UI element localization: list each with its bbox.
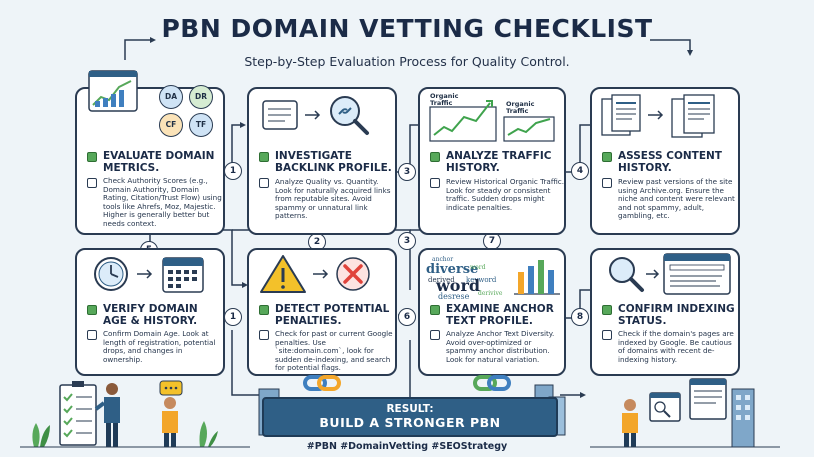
checkbox-icon [259, 178, 269, 188]
analyst-screens-illustration [590, 378, 780, 448]
cloud-word: word [470, 264, 486, 271]
metric-circle-dr: DR [189, 85, 213, 109]
card-examine-anchor-text: anchor diverse word derived keyword word… [418, 248, 566, 376]
step-badge: 6 [398, 308, 416, 326]
check-icon [430, 305, 440, 315]
page-title: PBN DOMAIN VETTING CHECKLIST [161, 14, 653, 43]
check-icon [602, 152, 612, 162]
card-description: Review Historical Organic Traffic. Look … [446, 177, 564, 212]
card-title: ANALYZE TRAFFIC HISTORY. [446, 150, 552, 174]
card-title: ASSESS CONTENT HISTORY. [618, 150, 722, 174]
card-confirm-indexing-status: CONFIRM INDEXING STATUS. Check if the do… [590, 248, 740, 376]
step-badge: 1 [224, 162, 242, 180]
checkbox-icon [602, 178, 612, 188]
card-title: VERIFY DOMAIN AGE & HISTORY. [103, 303, 198, 327]
card-description: Check for past or current Google penalti… [275, 329, 393, 373]
metric-circle-tf: TF [189, 113, 213, 137]
warning-error-icon [260, 255, 370, 293]
card-title: CONFIRM INDEXING STATUS. [618, 303, 735, 327]
check-icon [259, 305, 269, 315]
check-icon [87, 152, 97, 162]
card-detect-potential-penalties: DETECT POTENTIAL PENALTIES. Check for pa… [247, 248, 397, 376]
check-icon [602, 305, 612, 315]
card-evaluate-domain-metrics: DA DR CF TF EVALUATE DOMAIN METRICS. Che… [75, 70, 225, 235]
metric-circle-da: DA [159, 85, 183, 109]
metrics-dashboard-icon [88, 70, 138, 112]
metric-circle-cf: CF [159, 113, 183, 137]
backlink-search-icon [262, 96, 369, 135]
metric-label-dr: DR [194, 92, 207, 101]
card-description: Confirm Domain Age. Look at length of re… [103, 329, 216, 364]
cloud-word: derived [428, 276, 455, 284]
card-description: Analyze Anchor Text Diversity. Avoid ove… [446, 329, 555, 364]
checkbox-icon [87, 178, 97, 188]
card-description: Check Authority Scores (e.g., Domain Aut… [103, 176, 222, 228]
cloud-word: anchor [432, 256, 454, 263]
checkbox-icon [87, 330, 97, 340]
card-description: Check if the domain's pages are indexed … [618, 329, 734, 364]
step-badge: 4 [571, 162, 589, 180]
card-title: EXAMINE ANCHOR TEXT PROFILE. [446, 303, 554, 327]
result-label: RESULT: [386, 403, 434, 415]
page-subtitle: Step-by-Step Evaluation Process for Qual… [244, 54, 570, 69]
metric-label-da: DA [164, 92, 178, 101]
traffic-chart-icon [429, 100, 555, 142]
cloud-word: desrese [438, 292, 470, 301]
bar-chart-icon [514, 260, 560, 295]
metric-label-cf: CF [165, 120, 177, 129]
checklist-person-illustration [20, 380, 250, 448]
cloud-word: keyword [466, 276, 497, 284]
card-assess-content-history: ASSESS CONTENT HISTORY. Review past vers… [590, 87, 740, 235]
checkbox-icon [602, 330, 612, 340]
checkbox-icon [430, 178, 440, 188]
cloud-word: word [436, 276, 481, 295]
card-description: Review past versions of the site using A… [618, 177, 735, 221]
step-badge: 3 [398, 163, 416, 181]
hashtags: #PBN #DomainVetting #SEOStrategy [306, 441, 508, 452]
step-badge: 1 [224, 308, 242, 326]
chart-label: Organic Traffic [430, 92, 459, 107]
result-banner: RESULT: BUILD A STRONGER PBN [262, 397, 558, 437]
documents-archive-icon [601, 94, 715, 138]
check-icon [87, 305, 97, 315]
result-headline: BUILD A STRONGER PBN [319, 415, 501, 430]
card-title: DETECT POTENTIAL PENALTIES. [275, 303, 390, 327]
word-cloud: anchor diverse word derived keyword word… [424, 254, 508, 301]
checkbox-icon [430, 330, 440, 340]
card-investigate-backlink-profile: INVESTIGATE BACKLINK PROFILE. Analyze Qu… [247, 87, 397, 235]
check-icon [430, 152, 440, 162]
card-title: INVESTIGATE BACKLINK PROFILE. [275, 150, 392, 174]
checkbox-icon [259, 330, 269, 340]
check-icon [259, 152, 269, 162]
cloud-word: derivive [478, 290, 503, 297]
card-title: EVALUATE DOMAIN METRICS. [103, 150, 215, 174]
card-analyze-traffic-history: Organic Traffic Organic Traffic ANALYZE … [418, 87, 566, 235]
search-browser-icon [609, 253, 731, 295]
card-verify-domain-age: VERIFY DOMAIN AGE & HISTORY. Confirm Dom… [75, 248, 225, 376]
clock-calendar-icon [94, 257, 204, 293]
step-badge: 3 [398, 232, 416, 250]
step-badge: 8 [571, 308, 589, 326]
metric-label-tf: TF [195, 120, 207, 129]
cloud-word: diverse [426, 262, 479, 277]
chart-label: Organic Traffic [506, 100, 535, 115]
card-description: Analyze Quality vs. Quantity. Look for n… [275, 177, 391, 221]
